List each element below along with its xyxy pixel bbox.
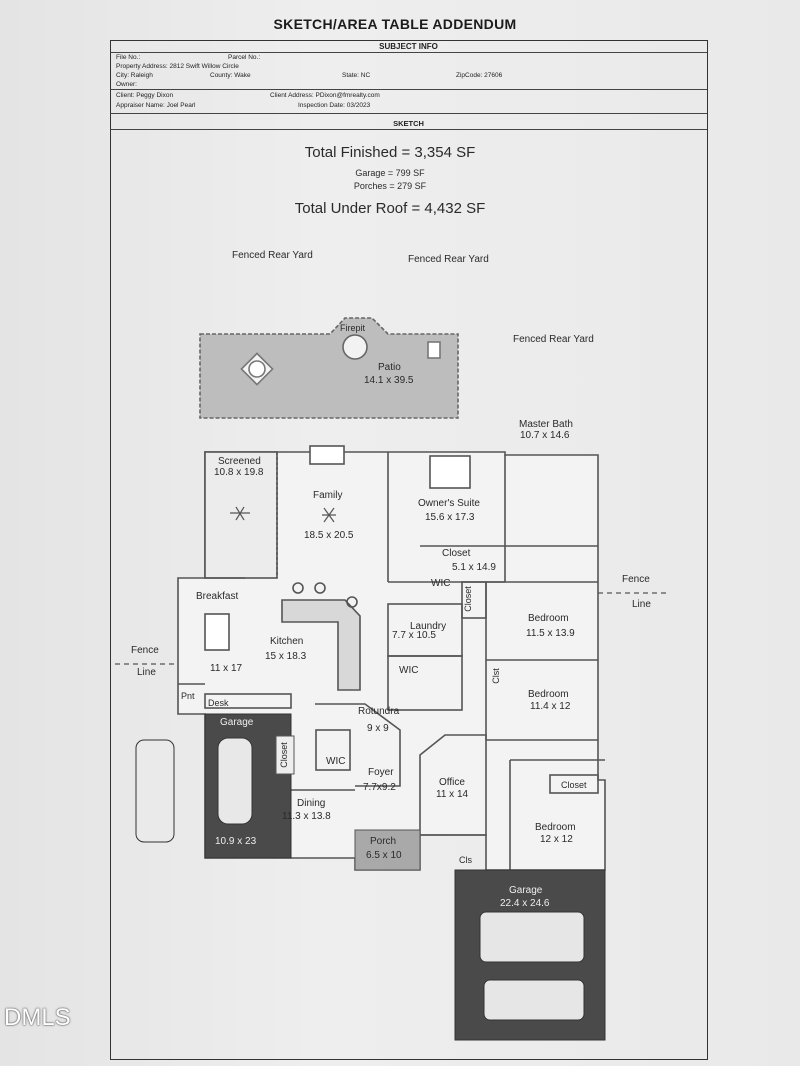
wic-label: WIC [431, 578, 451, 589]
total-under-roof: Total Under Roof = 4,432 SF [294, 200, 486, 217]
garage-area: Garage = 799 SF [355, 168, 425, 178]
laundry-label: Laundry [410, 621, 447, 632]
master-bath-label: Master Bath [519, 419, 573, 430]
bedroom-dim: 11.5 x 13.9 [526, 628, 575, 639]
small-garage-car [217, 737, 253, 825]
line-label: Line [137, 667, 156, 678]
porches-area: Porches = 279 SF [353, 181, 427, 191]
closet-dim: 5.1 x 14.9 [452, 562, 496, 573]
screened-label: Screened [218, 456, 261, 467]
bedroom-label: Bedroom [528, 613, 569, 624]
owners-suite-label: Owner's Suite [418, 498, 480, 509]
bedroom-label: Bedroom [535, 822, 576, 833]
fence-label: Fence [131, 645, 159, 656]
garage-dim: 10.9 x 23 [215, 836, 257, 847]
yard-label: Fenced Rear Yard [408, 254, 489, 265]
laundry-dim: 7.7 x 10.5 [392, 630, 436, 641]
zip-code: ZipCode: 27606 [456, 72, 503, 79]
firepit-circle [342, 334, 368, 360]
appraiser-name: Appraiser Name: Joel Pearl [116, 102, 196, 109]
bedroom-label: Bedroom [528, 689, 569, 700]
total-finished: Total Finished = 3,354 SF [304, 144, 476, 161]
parcel-no: Parcel No.: [228, 54, 261, 61]
line-label: Line [632, 599, 651, 610]
kitchen-dim: 15 x 18.3 [265, 651, 307, 662]
large-garage-car [483, 979, 585, 1021]
closet-label: Closet [462, 586, 473, 612]
kitchen-label: Kitchen [270, 636, 304, 647]
garage-label: Garage [220, 717, 254, 728]
screened-dim: 10.8 x 19.8 [214, 467, 264, 478]
closet-label: Closet [561, 780, 587, 790]
desk-label: Desk [208, 698, 229, 708]
grill [427, 341, 441, 359]
bedroom-dim: 12 x 12 [540, 834, 573, 845]
property-address: Property Address: 2812 Swift Willow Circ… [116, 63, 239, 70]
state: State: NC [342, 72, 371, 79]
divider [110, 89, 707, 90]
owners-suite-dim: 15.6 x 17.3 [425, 512, 475, 523]
divider [110, 129, 707, 130]
foyer-label: Foyer [368, 767, 394, 778]
yard-label: Fenced Rear Yard [232, 250, 313, 261]
master-bath-dim: 10.7 x 14.6 [520, 430, 570, 441]
bedroom-dim: 11.4 x 12 [530, 701, 571, 712]
dmls-watermark: DMLS [4, 1004, 71, 1031]
clst-label: Clst [490, 668, 501, 684]
porch-dim: 6.5 x 10 [366, 850, 402, 861]
sketch-header: SKETCH [393, 119, 424, 128]
garage-label: Garage [509, 885, 543, 896]
closet-label: Closet [442, 548, 471, 559]
family-dim: 18.5 x 20.5 [304, 530, 354, 541]
patio-label: Patio [378, 362, 401, 373]
rotunda-label: Rotundra [358, 706, 400, 717]
family-label: Family [313, 490, 343, 501]
client-address: Client Address: PDixon@fmrealty.com [270, 92, 380, 99]
driveway-car [135, 739, 175, 843]
city: City: Raleigh [116, 72, 153, 79]
office-label: Office [439, 777, 465, 788]
pantry-label: Pnt [181, 691, 195, 701]
fence-label: Fence [622, 574, 650, 585]
garage-dim: 22.4 x 24.6 [500, 898, 550, 909]
file-no: File No.: [116, 54, 141, 61]
yard-label: Fenced Rear Yard [513, 334, 594, 345]
patio-dim: 14.1 x 39.5 [364, 375, 414, 386]
wic-label: WIC [399, 665, 419, 676]
owner: Owner: [116, 81, 137, 88]
patio-outline [199, 317, 459, 419]
cls-label: Cls [459, 855, 472, 865]
rotunda-dim: 9 x 9 [367, 723, 389, 734]
county: County: Wake [210, 72, 251, 79]
closet-label: Closet [278, 742, 289, 768]
office-dim: 11 x 14 [436, 789, 469, 800]
inspection-date: Inspection Date: 03/2023 [298, 102, 371, 109]
foyer-dim: 7.7x9.2 [363, 782, 396, 793]
client: Client: Peggy Dixon [116, 92, 174, 99]
breakfast-label: Breakfast [196, 591, 239, 602]
divider [110, 113, 707, 114]
porch-fill [354, 829, 421, 871]
porch-label: Porch [370, 836, 397, 847]
dining-dim: 11.3 x 13.8 [282, 811, 331, 822]
breakfast-dim: 11 x 17 [210, 663, 243, 674]
wic-label: WIC [326, 756, 346, 767]
large-garage-truck [479, 911, 585, 963]
firepit-label: Firepit [340, 323, 366, 333]
subject-info-header: SUBJECT INFO [110, 41, 707, 53]
addendum-frame [110, 40, 708, 1060]
dining-label: Dining [297, 798, 326, 809]
document-title: SKETCH/AREA TABLE ADDENDUM [273, 16, 517, 32]
